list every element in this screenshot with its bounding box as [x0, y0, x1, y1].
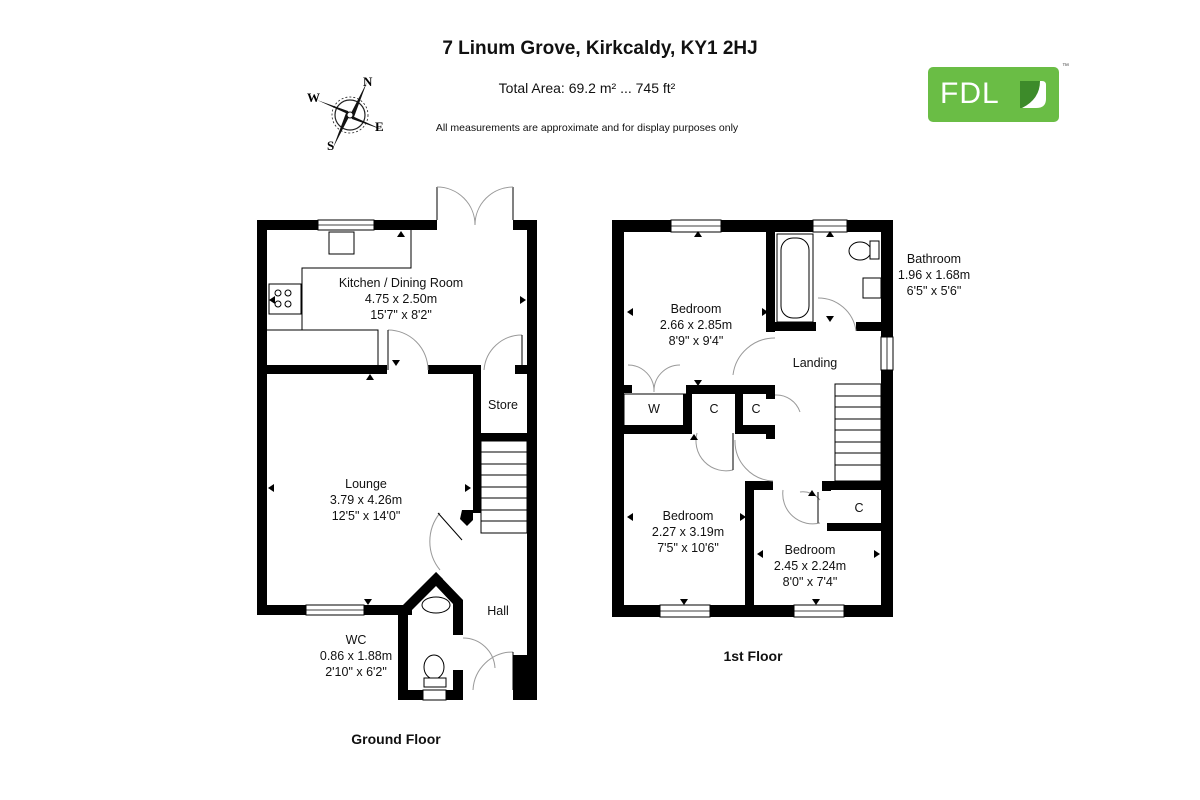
room-imperial: 15'7" x 8'2": [370, 308, 432, 322]
room-label-store: Store: [488, 397, 518, 413]
room-name: Lounge: [345, 477, 387, 491]
logo-text: FDL: [940, 77, 1000, 110]
room-name: Kitchen / Dining Room: [338, 276, 464, 290]
room-imperial: 7'5" x 10'6": [657, 541, 719, 555]
room-label-lounge: Lounge 3.79 x 4.26m 12'5" x 14'0": [330, 476, 402, 524]
leaf-icon: [1020, 81, 1046, 108]
room-label-bathroom: Bathroom 1.96 x 1.68m 6'5" x 5'6": [898, 251, 970, 299]
trademark: ™: [1062, 63, 1069, 70]
room-name: Store: [488, 398, 518, 412]
room-label-kitchen-dining: Kitchen / Dining Room 4.75 x 2.50m 15'7"…: [339, 275, 463, 323]
room-metric: 3.79 x 4.26m: [329, 493, 403, 507]
compass-icon: N W E S: [307, 74, 384, 153]
room-metric: 4.75 x 2.50m: [364, 292, 438, 306]
first-floor-label: 1st Floor: [723, 648, 783, 664]
room-imperial: 6'5" x 5'6": [906, 284, 962, 298]
room-metric: 0.86 x 1.88m: [319, 649, 393, 663]
room-label-bedroom-1: Bedroom 2.66 x 2.85m 8'9" x 9'4": [660, 301, 732, 349]
room-name: Bedroom: [784, 543, 836, 557]
room-name: C: [709, 402, 719, 416]
property-address-title: 7 Linum Grove, Kirkcaldy, KY1 2HJ: [442, 38, 758, 59]
room-label-bedroom-2: Bedroom 2.27 x 3.19m 7'5" x 10'6": [652, 508, 724, 556]
room-name: Bathroom: [906, 252, 962, 266]
room-imperial: 8'0" x 7'4": [782, 575, 838, 589]
total-area: Total Area: 69.2 m² ... 745 ft²: [498, 80, 676, 96]
room-label-landing: Landing: [793, 355, 838, 371]
room-imperial: 8'9" x 9'4": [668, 334, 724, 348]
room-label-cupboard-3: C: [854, 500, 863, 516]
fdl-logo: FDL: [928, 67, 1059, 122]
compass-w: W: [307, 90, 320, 105]
room-name: Hall: [487, 604, 509, 618]
room-label-hall: Hall: [487, 603, 509, 619]
room-label-wc: WC 0.86 x 1.88m 2'10" x 6'2": [320, 632, 392, 680]
compass-n: N: [363, 74, 373, 89]
room-name: WC: [345, 633, 367, 647]
room-metric: 2.27 x 3.19m: [651, 525, 725, 539]
room-name: Bedroom: [670, 302, 722, 316]
compass-e: E: [375, 119, 384, 134]
room-label-bedroom-3: Bedroom 2.45 x 2.24m 8'0" x 7'4": [774, 542, 846, 590]
room-name: Landing: [792, 356, 838, 370]
room-metric: 2.66 x 2.85m: [659, 318, 733, 332]
room-name: Bedroom: [662, 509, 714, 523]
room-imperial: 12'5" x 14'0": [331, 509, 401, 523]
compass-s: S: [327, 138, 334, 153]
room-label-cupboard-2: C: [751, 401, 760, 417]
room-label-cupboard-1: C: [709, 401, 718, 417]
first-floor-walls: [612, 220, 893, 617]
room-name: C: [854, 501, 864, 515]
ground-floor-label: Ground Floor: [351, 731, 441, 747]
room-metric: 2.45 x 2.24m: [773, 559, 847, 573]
room-label-wardrobe: W: [648, 401, 660, 417]
room-name: W: [648, 402, 660, 416]
disclaimer: All measurements are approximate and for…: [435, 122, 739, 134]
room-name: C: [751, 402, 761, 416]
room-imperial: 2'10" x 6'2": [325, 665, 387, 679]
room-metric: 1.96 x 1.68m: [897, 268, 971, 282]
